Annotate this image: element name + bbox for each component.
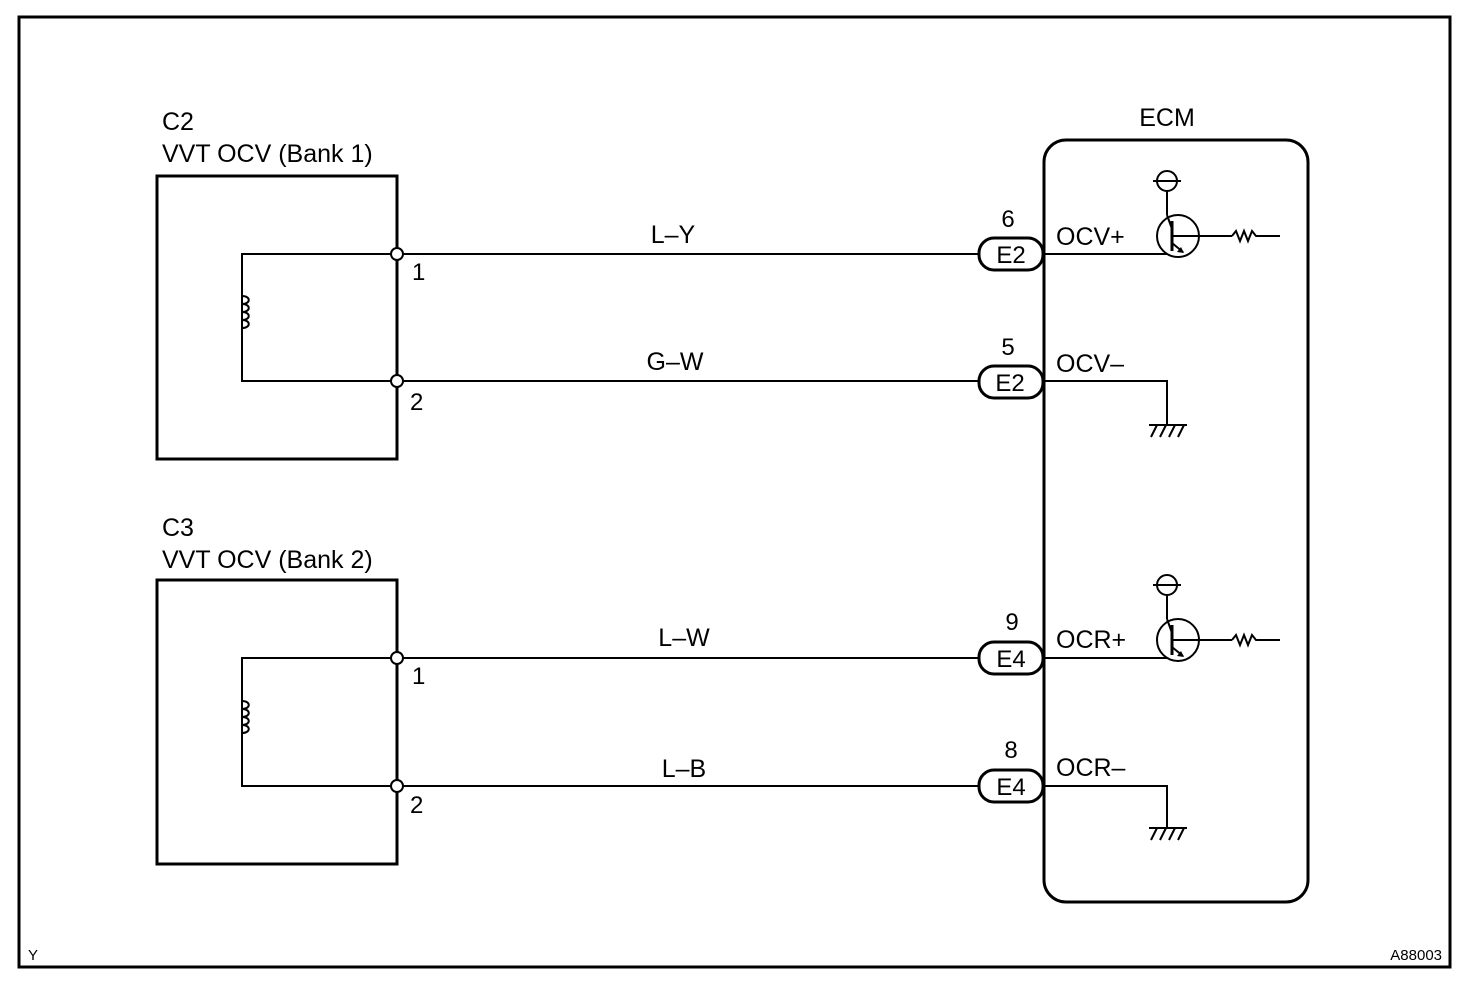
c3-pin-2-terminal (390, 779, 404, 793)
c3-pin-2-label: 2 (410, 792, 423, 819)
wire-l-w: L–W (403, 624, 980, 659)
c3-code: C3 (162, 514, 194, 542)
connector-label: E2 (996, 242, 1025, 269)
c2-pin-2-label: 2 (410, 389, 423, 416)
ecm: ECM OCV+ OCV– (1042, 104, 1310, 904)
c3-coil-icon (241, 700, 250, 734)
figure-code: A88003 (1390, 947, 1442, 964)
resistor-icon (1231, 228, 1280, 244)
ecm-body (1042, 138, 1310, 904)
connector-label: E4 (996, 646, 1025, 673)
transistor-icon (1156, 214, 1232, 258)
wire-color-label: G–W (647, 348, 704, 376)
c3-ocv-bank2: C3 VVT OCV (Bank 2) 1 2 (155, 514, 425, 866)
wire-color-label: L–W (658, 624, 710, 652)
c3-body (155, 578, 399, 866)
c2-pin-1-label: 1 (412, 259, 425, 286)
terminal-label: OCV– (1056, 350, 1124, 378)
ground-icon (1149, 424, 1187, 438)
connector-label: E4 (996, 774, 1025, 801)
c2-body (155, 174, 399, 461)
c3-coil-loop (241, 657, 397, 787)
c2-coil-icon (241, 295, 250, 329)
connector-label: E2 (995, 370, 1024, 397)
wire-g-w: G–W (403, 348, 980, 382)
corner-label-left: Y (28, 947, 38, 964)
c3-pin-1-label: 1 (412, 663, 425, 690)
c2-name: VVT OCV (Bank 1) (162, 140, 373, 168)
connector-e4-pin9: 9 E4 (977, 609, 1045, 676)
terminal-label: OCR– (1056, 754, 1126, 782)
terminal-label: OCV+ (1056, 223, 1125, 251)
wire-color-label: L–B (662, 755, 706, 783)
ocv-plus-circuit: OCV+ (1044, 170, 1280, 258)
c2-ocv-bank1: C2 VVT OCV (Bank 1) 1 2 (155, 108, 425, 461)
ocr-plus-circuit: OCR+ (1044, 574, 1280, 662)
c2-code: C2 (162, 108, 194, 136)
ecm-label: ECM (1139, 104, 1195, 132)
connector-e2-pin6: 6 E2 (977, 206, 1045, 272)
wire-l-b: L–B (403, 755, 980, 787)
ecm-pin-number: 6 (1001, 206, 1014, 233)
c2-coil-loop (241, 253, 397, 382)
transistor-icon (1156, 618, 1232, 662)
diagram-frame (17, 15, 1452, 969)
ocr-minus-circuit: OCR– (1044, 754, 1187, 841)
wire-color-label: L–Y (651, 221, 696, 249)
terminal-label: OCR+ (1056, 626, 1126, 654)
wire-l-y: L–Y (403, 221, 980, 255)
c2-pin-1-terminal (390, 247, 404, 261)
resistor-icon (1231, 632, 1280, 648)
c3-pin-1-terminal (390, 651, 404, 665)
connector-e2-pin5: 5 E2 (977, 334, 1045, 400)
ecm-pin-number: 9 (1005, 609, 1018, 636)
ecm-pin-number: 8 (1004, 737, 1017, 764)
connector-e4-pin8: 8 E4 (977, 737, 1045, 804)
c2-pin-2-terminal (390, 374, 404, 388)
ground-icon (1149, 827, 1187, 841)
ocv-minus-circuit: OCV– (1044, 350, 1187, 438)
c3-name: VVT OCV (Bank 2) (162, 546, 373, 574)
ecm-pin-number: 5 (1001, 334, 1014, 361)
